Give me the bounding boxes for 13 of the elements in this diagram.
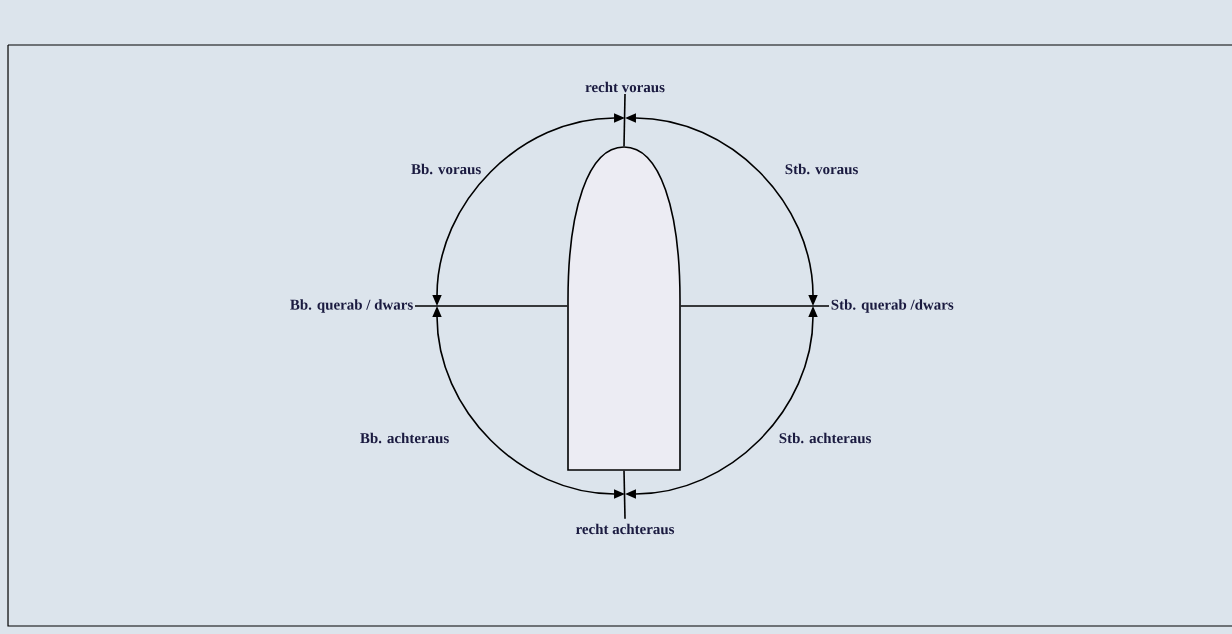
edge-label: Bb. voraus xyxy=(411,163,481,175)
connector-line xyxy=(623,93,626,147)
edge-label: Bb. achteraus xyxy=(360,432,449,444)
direction-label: Bb. querab / dwars xyxy=(290,299,413,313)
direction-label: recht voraus xyxy=(585,81,665,93)
connector-line xyxy=(623,470,626,520)
direction-label: Stb. querab /dwars xyxy=(831,299,954,313)
edge-label: Stb. achteraus xyxy=(779,432,871,444)
connector-line xyxy=(414,305,568,307)
edge-label: Stb. voraus xyxy=(785,163,858,175)
boat-outline xyxy=(567,146,681,471)
direction-label: recht achteraus xyxy=(575,523,675,535)
connector-line xyxy=(680,305,830,307)
